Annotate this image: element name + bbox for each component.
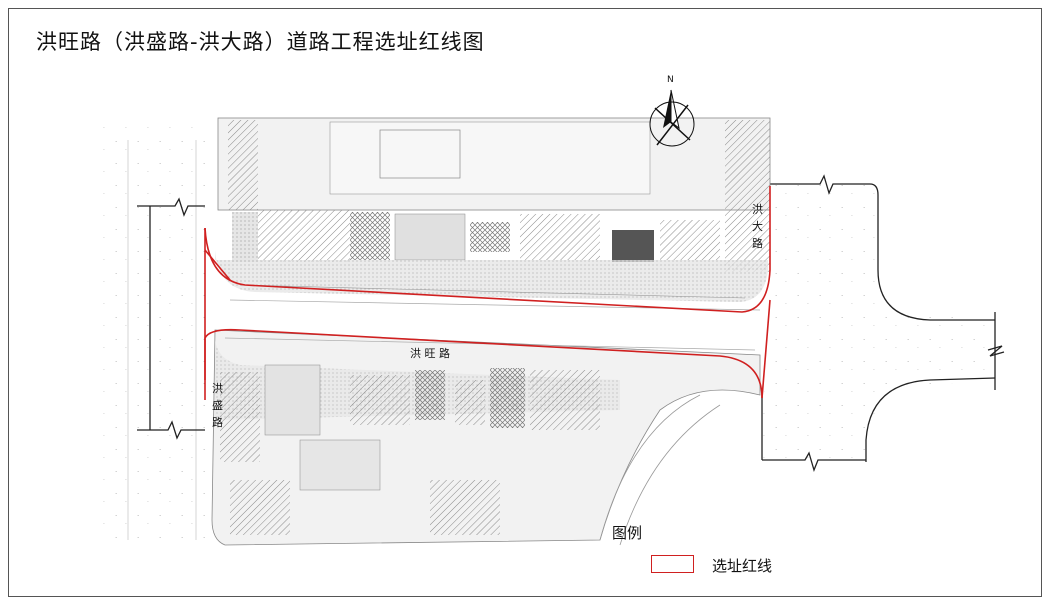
legend-red-line-label: 选址红线 [712,557,773,575]
road-label-west-1: 洪 [212,381,223,395]
red-site-boundary [204,186,771,400]
north-block [217,117,771,272]
west-boundary-line [137,197,205,440]
legend-red-line-swatch [651,555,694,573]
map-frame [8,8,1042,597]
road-label-west-2: 盛 [212,398,223,412]
legend-title: 图例 [612,524,643,542]
road-label-east-3: 路 [752,237,763,250]
north-sidewalk [215,228,768,302]
north-arrow-icon: N [649,75,695,147]
north-label: N [667,75,674,85]
road-label-east-2: 大 [752,219,763,233]
south-block [211,329,761,546]
east-boundary-line [761,174,1005,472]
east-field [762,184,995,470]
road-label-west-3: 路 [212,416,223,429]
road-label-west: 洪 盛 路 [212,381,223,429]
road-label-east: 洪 大 路 [752,202,763,250]
map-title: 洪旺路（洪盛路-洪大路）道路工程选址红线图 [36,30,485,54]
road-label-main: 洪 旺 路 [410,346,450,360]
road-label-east-1: 洪 [752,202,763,216]
